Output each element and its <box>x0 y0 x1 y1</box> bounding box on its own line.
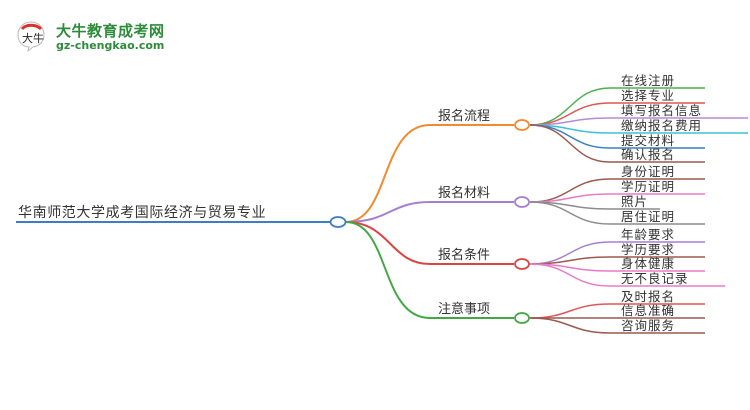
branch-1-node[interactable] <box>514 119 530 131</box>
branch-topic-3[interactable]: 报名条件 <box>438 248 491 263</box>
leaf-topic[interactable]: 居住证明 <box>621 209 676 224</box>
leaf-topic[interactable]: 身体健康 <box>621 256 676 271</box>
leaf-topic[interactable]: 提交材料 <box>621 133 676 148</box>
leaf-topic[interactable]: 无不良记录 <box>621 271 689 286</box>
leaf-topic[interactable]: 缴纳报名费用 <box>621 118 703 133</box>
logo-url: gz-chengkao.com <box>56 39 165 52</box>
root-node[interactable] <box>329 216 347 228</box>
svg-text:大牛: 大牛 <box>22 31 44 45</box>
leaf-topic[interactable]: 在线注册 <box>621 73 676 88</box>
connector-branch-1 <box>345 124 514 223</box>
branch-topic-2[interactable]: 报名材料 <box>438 186 491 201</box>
leaf-topic[interactable]: 填写报名信息 <box>621 103 703 118</box>
connector-branch-3 <box>345 221 514 265</box>
branch-topic-1[interactable]: 报名流程 <box>438 109 491 124</box>
branch-3-node[interactable] <box>514 258 530 270</box>
leaf-topic[interactable]: 照片 <box>621 194 649 209</box>
branch-4-node[interactable] <box>514 312 530 324</box>
leaf-topic[interactable]: 年龄要求 <box>621 227 676 242</box>
leaf-topic[interactable]: 选择专业 <box>621 88 676 103</box>
logo-badge-icon: 大牛 <box>17 21 45 52</box>
branch-topic-4[interactable]: 注意事项 <box>438 302 491 317</box>
leaf-topic[interactable]: 身份证明 <box>621 164 676 179</box>
leaf-topic[interactable]: 学历要求 <box>621 242 676 257</box>
leaf-topic[interactable]: 确认报名 <box>621 147 676 162</box>
leaf-topic[interactable]: 及时报名 <box>621 289 676 304</box>
leaf-topic[interactable]: 学历证明 <box>621 179 676 194</box>
connector-branch-4 <box>345 221 514 319</box>
site-logo[interactable]: 大牛 大牛教育成考网 gz-chengkao.com <box>16 18 216 58</box>
logo-title: 大牛教育成考网 <box>56 22 165 40</box>
root-topic[interactable]: 华南师范大学成考国际经济与贸易专业 <box>18 205 267 221</box>
leaf-topic[interactable]: 信息准确 <box>621 303 676 318</box>
connector-branch-2 <box>345 201 514 223</box>
branch-2-node[interactable] <box>514 196 530 208</box>
leaf-topic[interactable]: 咨询服务 <box>621 318 676 333</box>
